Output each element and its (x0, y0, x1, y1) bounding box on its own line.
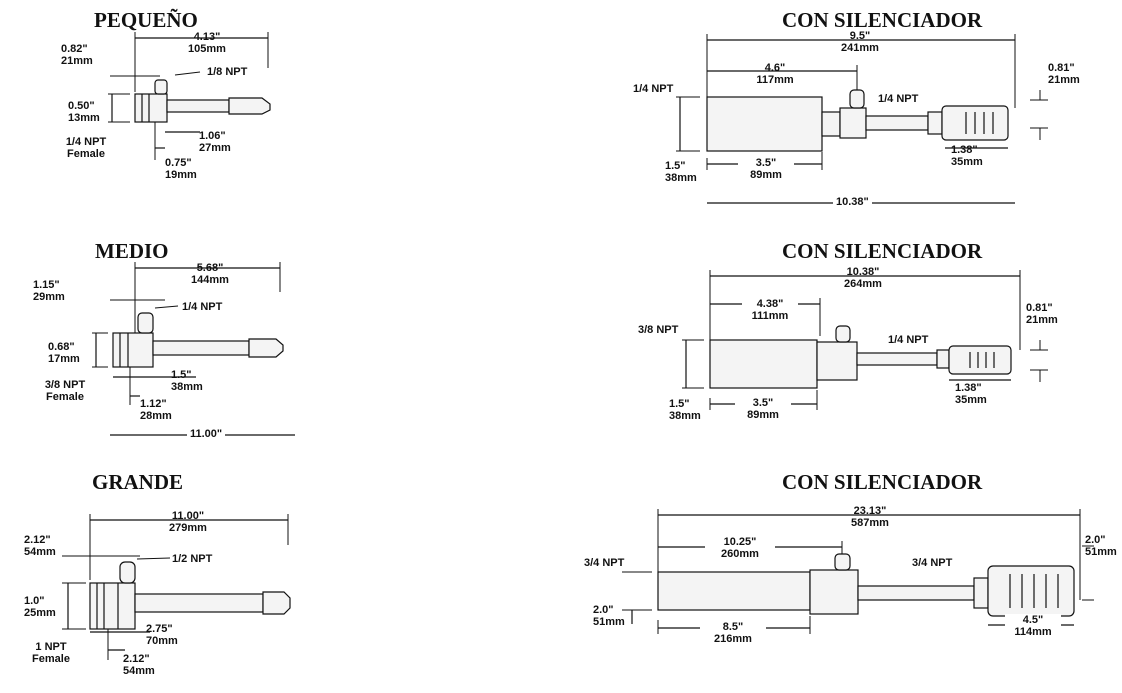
pequeno-body-length-dim: 1.06"27mm (199, 130, 231, 154)
medio-top-port-label: 1/4 NPT (182, 301, 223, 313)
medio-overall-dim: 5.68"144mm (191, 262, 229, 286)
grande-nozzle (262, 591, 291, 615)
silencer-small-overall-dim: 9.5"241mm (841, 30, 879, 54)
grande-tube (134, 593, 264, 613)
pequeno-overall-dim: 4.13"105mm (188, 31, 226, 55)
pequeno-title: PEQUEÑO (94, 8, 198, 32)
silencer-medium-body-length-dim: 3.5"89mm (735, 397, 791, 421)
silencer-medium-muffler (948, 345, 1012, 375)
medio-port-offset-dim: 1.12"28mm (140, 398, 172, 422)
pequeno-body-height-dim: 0.50"13mm (68, 100, 100, 124)
medio-body-height-dim: 0.68"17mm (48, 341, 80, 365)
medio-total-dim: 11.00" (187, 428, 226, 440)
pequeno-top-port (154, 79, 168, 95)
silencer-medium-outlet-height-dim: 0.81"21mm (1026, 302, 1058, 326)
silencer-medium-inlet-label: 3/8 NPT (638, 324, 679, 336)
silencer-medium-cylinder (709, 339, 818, 389)
pequeno-tube (166, 99, 230, 113)
medio-drawing (92, 262, 295, 436)
grande-title: GRANDE (92, 470, 184, 494)
grande-top-port-label: 1/2 NPT (172, 553, 213, 565)
silencer-small-drawing (676, 34, 1048, 204)
grande-drawing (62, 514, 291, 660)
silencer-large-body-height-dim: 2.0"51mm (593, 604, 625, 628)
silencer-medium-body-height-dim: 1.5"38mm (669, 398, 701, 422)
silencer-medium-to-port-dim: 4.38"111mm (742, 298, 798, 322)
pequeno-top-port-label: 1/8 NPT (207, 66, 248, 78)
silencer-small-to-port-dim: 4.6"117mm (756, 62, 794, 86)
pequeno-port-offset-dim: 0.75"19mm (165, 157, 197, 181)
grande-height-offset-dim: 2.12"54mm (24, 534, 56, 558)
pequeno-nozzle (228, 97, 271, 115)
medio-top-port (137, 312, 154, 334)
grande-body-length-dim: 2.75"70mm (146, 623, 178, 647)
silencer-small-title: CON SILENCIADOR (782, 8, 983, 32)
silencer-large-outlet-label: 3/4 NPT (912, 557, 953, 569)
silencer-small-cylinder (706, 96, 823, 152)
silencer-large-overall-dim: 23.13"587mm (851, 505, 889, 529)
silencer-large-inlet-label: 3/4 NPT (584, 557, 625, 569)
silencer-large-muffler (987, 565, 1075, 617)
medio-tube (152, 340, 250, 356)
medio-body (112, 332, 154, 368)
silencer-medium-silencer-length-dim: 1.38"35mm (955, 382, 987, 406)
medio-body-length-dim: 1.5"38mm (171, 369, 203, 393)
pequeno-body (134, 93, 168, 123)
silencer-small-outlet-label: 1/4 NPT (878, 93, 919, 105)
silencer-large-to-port-dim: 10.25"260mm (705, 536, 775, 560)
silencer-small-silencer-length-dim: 1.38"35mm (951, 144, 983, 168)
pequeno-height-offset-dim: 0.82"21mm (61, 43, 93, 67)
grande-body-height-dim: 1.0"25mm (24, 595, 56, 619)
grande-port-offset-dim: 2.12"54mm (123, 653, 155, 677)
silencer-small-body-length-dim: 3.5"89mm (738, 157, 794, 181)
silencer-large-drawing (622, 509, 1094, 634)
silencer-medium-drawing (682, 270, 1048, 410)
silencer-large-outlet-height-dim: 2.0"51mm (1085, 534, 1117, 558)
silencer-small-inlet-label: 1/4 NPT (633, 83, 674, 95)
silencer-large-title: CON SILENCIADOR (782, 470, 983, 494)
silencer-large-body-length-dim: 8.5"216mm (700, 621, 766, 645)
grande-top-port (119, 561, 136, 584)
medio-title: MEDIO (95, 239, 169, 263)
pequeno-drawing (108, 32, 271, 160)
silencer-small-total-dim: 10.38" (833, 196, 872, 208)
silencer-small-body-height-dim: 1.5"38mm (665, 160, 697, 184)
silencer-medium-overall-dim: 10.38"264mm (844, 266, 882, 290)
medio-nozzle (248, 338, 284, 358)
silencer-large-cylinder (657, 571, 811, 611)
silencer-medium-outlet-label: 1/4 NPT (888, 334, 929, 346)
silencer-small-outlet-height-dim: 0.81"21mm (1048, 62, 1080, 86)
grande-overall-dim: 11.00"279mm (169, 510, 207, 534)
silencer-medium-title: CON SILENCIADOR (782, 239, 983, 263)
silencer-large-silencer-length-dim: 4.5"114mm (1005, 614, 1061, 638)
medio-height-offset-dim: 1.15"29mm (33, 279, 65, 303)
